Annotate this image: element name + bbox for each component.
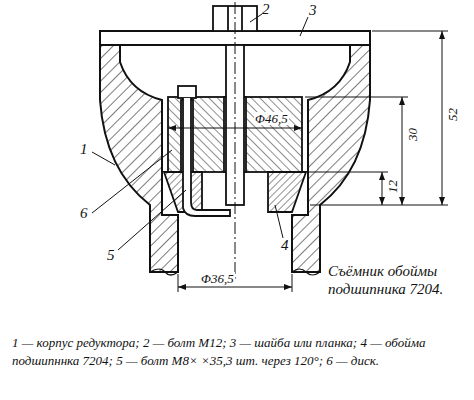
dimension-label: 12	[386, 179, 399, 194]
dimension-lines	[168, 2, 448, 292]
dimension-label: 30	[406, 127, 419, 142]
callout-number: 4	[281, 238, 289, 253]
figure-caption: 1 — корпус редуктора; 2 — болт М12; 3 — …	[12, 334, 464, 369]
callout-number: 2	[262, 2, 270, 17]
callout-number: 3	[309, 3, 317, 18]
callout-number: 1	[80, 142, 88, 157]
bolt-m8	[178, 86, 230, 216]
leader-lines	[92, 14, 308, 250]
dimension-label: 52	[446, 107, 459, 122]
dimension-label: Φ36,5	[200, 272, 235, 285]
callout-number: 5	[107, 248, 115, 263]
callout-number: 6	[80, 206, 88, 221]
dimension-label: Φ46,5	[254, 112, 289, 125]
figure-title: Съёмник обоймы подшипника 7204.	[328, 262, 463, 298]
